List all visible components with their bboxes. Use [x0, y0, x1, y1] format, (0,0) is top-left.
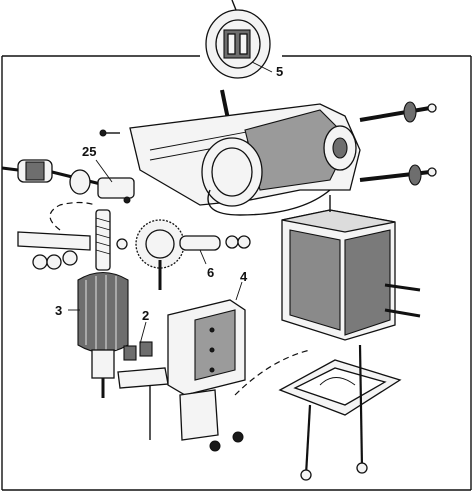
- connector-plug: [205, 0, 271, 129]
- callout-6: 6: [207, 265, 214, 280]
- field-winding: [281, 195, 421, 341]
- end-plate: [234, 344, 402, 481]
- drive-shaft-assembly: [1, 159, 135, 204]
- armature: [77, 209, 129, 398]
- callout-4: 4: [240, 269, 248, 284]
- motor-housing: [99, 101, 437, 216]
- callout-5: 5: [276, 64, 283, 79]
- callout-2: 2: [142, 308, 149, 323]
- callout-25: 25: [82, 144, 96, 159]
- callout-3: 3: [55, 303, 62, 318]
- diagram-frame: [1, 55, 472, 491]
- brushes: [117, 341, 169, 440]
- lever-and-washers: [17, 201, 96, 270]
- leader-lines: [68, 61, 273, 345]
- regulator: [167, 299, 246, 452]
- drive-gear: [116, 219, 251, 290]
